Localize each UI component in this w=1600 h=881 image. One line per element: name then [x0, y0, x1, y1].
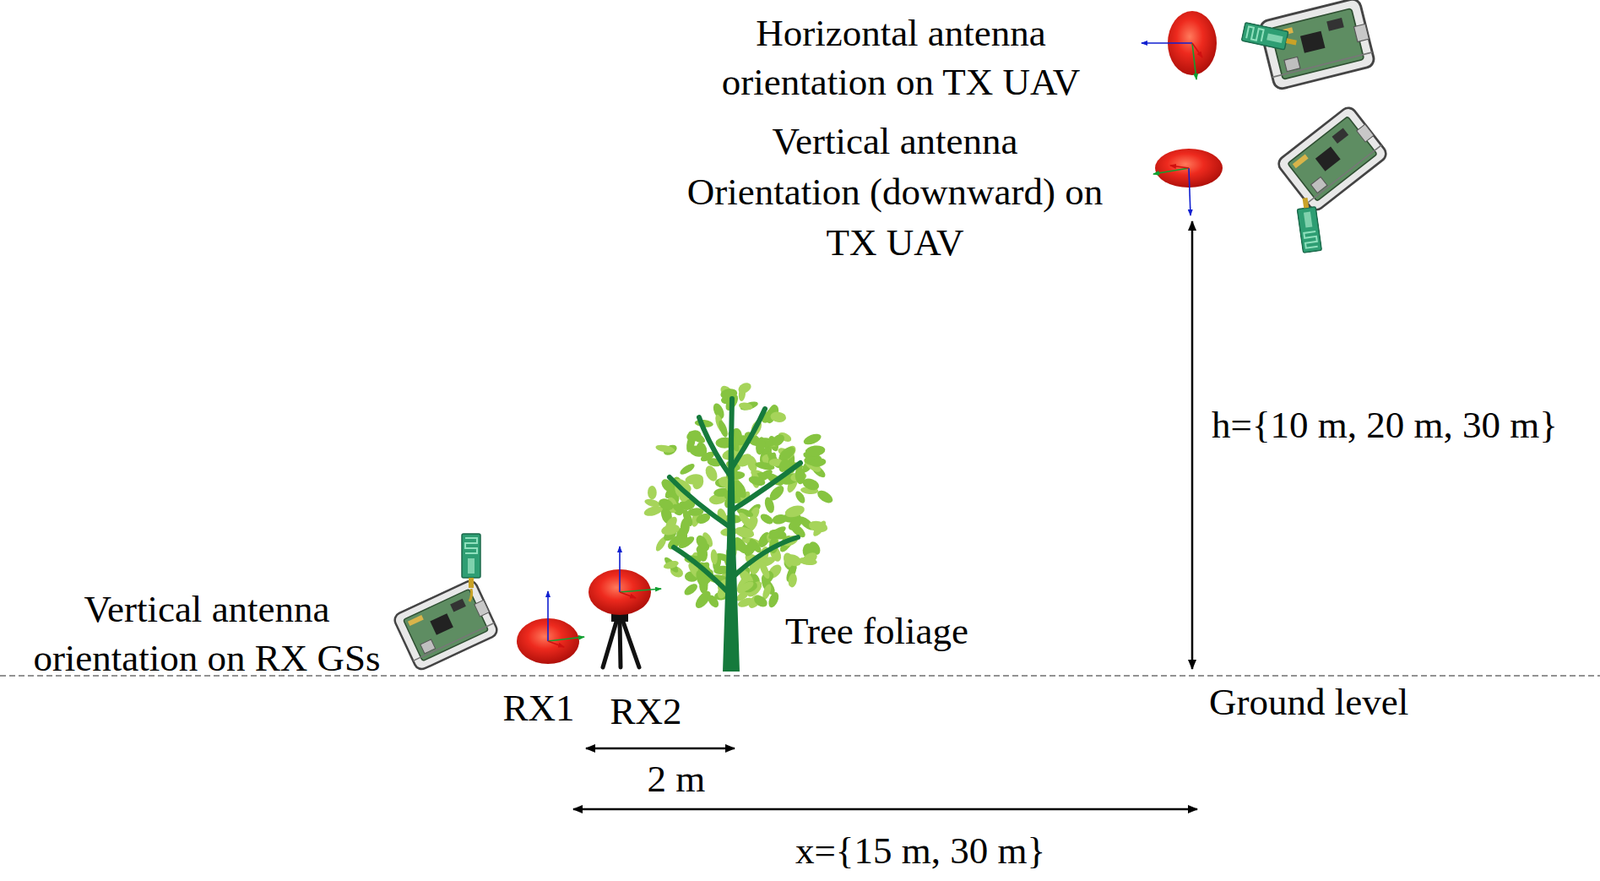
tree-branch — [669, 477, 732, 528]
leaf — [747, 474, 766, 488]
leaf — [802, 431, 823, 447]
leaf — [662, 558, 680, 570]
tree-branch — [731, 408, 765, 469]
z-axis — [547, 591, 549, 641]
rx2-label: RX2 — [586, 686, 706, 736]
leaf — [770, 431, 787, 448]
z-axis — [618, 546, 621, 592]
leaf — [716, 418, 730, 439]
tx-vertical-note: Vertical antenna Orientation (downward) … — [682, 115, 1109, 268]
antenna-cable — [469, 588, 472, 602]
distance-label: x={15 m, 30 m} — [751, 825, 1090, 875]
leaf — [710, 548, 718, 565]
tx-antenna — [1241, 22, 1298, 53]
leaf — [752, 592, 771, 609]
leaf — [759, 511, 776, 527]
leaf — [662, 514, 679, 532]
y-axis — [547, 636, 585, 641]
leaf — [661, 554, 680, 575]
leaf — [656, 496, 676, 513]
tripod-leg — [619, 621, 621, 668]
tree-branch — [731, 462, 801, 511]
tx-horizontal-note: Horizontal antenna orientation on TX UAV — [694, 8, 1108, 107]
distance-dimension — [573, 808, 1198, 811]
leaf — [687, 443, 706, 459]
rx-antenna — [461, 533, 481, 588]
z-axis — [1141, 42, 1193, 44]
ground-label: Ground level — [1209, 677, 1480, 727]
leaf — [690, 473, 706, 491]
leaf — [655, 443, 676, 454]
leaf — [647, 485, 657, 500]
leaf — [771, 513, 789, 526]
tripod — [602, 612, 640, 668]
tree — [669, 398, 801, 672]
y-axis — [1153, 168, 1189, 174]
tree-branch — [699, 417, 732, 478]
leaf — [786, 515, 805, 533]
spacing-label: 2 m — [617, 753, 736, 803]
leaf — [694, 532, 711, 551]
leaf — [754, 435, 767, 456]
tree-foliage — [642, 380, 835, 611]
leaf — [766, 524, 788, 542]
tx-device — [1275, 104, 1389, 213]
leaf — [643, 497, 661, 509]
x-axis — [1170, 165, 1189, 169]
leaf — [737, 401, 754, 411]
x-axis — [547, 640, 565, 647]
leaf — [770, 410, 787, 424]
leaf — [737, 386, 747, 402]
x-axis — [619, 591, 636, 598]
tree-branch — [731, 398, 733, 444]
rx1-label: RX1 — [479, 683, 598, 733]
x-axis — [1192, 43, 1203, 58]
height-label: h={10 m, 20 m, 30 m} — [1211, 399, 1558, 451]
leaf — [703, 463, 720, 483]
tree-branch — [673, 547, 732, 596]
rx-device — [392, 578, 499, 672]
leaf — [682, 581, 700, 598]
leaf — [804, 444, 826, 457]
leaf — [808, 519, 830, 534]
leaf — [809, 456, 827, 468]
rx-orientation-note: Vertical antenna orientation on RX GSs — [4, 584, 410, 683]
leaf — [783, 552, 803, 569]
leaf — [757, 558, 772, 580]
leaf — [763, 495, 776, 515]
y-axis — [619, 588, 662, 592]
leaf — [671, 502, 687, 516]
height-dimension — [1191, 221, 1194, 669]
tripod-leg — [602, 621, 617, 668]
leaf — [786, 572, 798, 588]
z-axis — [1188, 168, 1191, 216]
leaf — [737, 579, 755, 594]
leaf — [679, 517, 691, 537]
spacing-dimension — [585, 747, 735, 750]
tripod-leg — [623, 621, 640, 668]
tree-branch — [731, 536, 798, 579]
tree-label: Tree foliage — [785, 606, 1056, 656]
tx-antenna — [1296, 196, 1323, 253]
tree-branches — [669, 398, 801, 596]
